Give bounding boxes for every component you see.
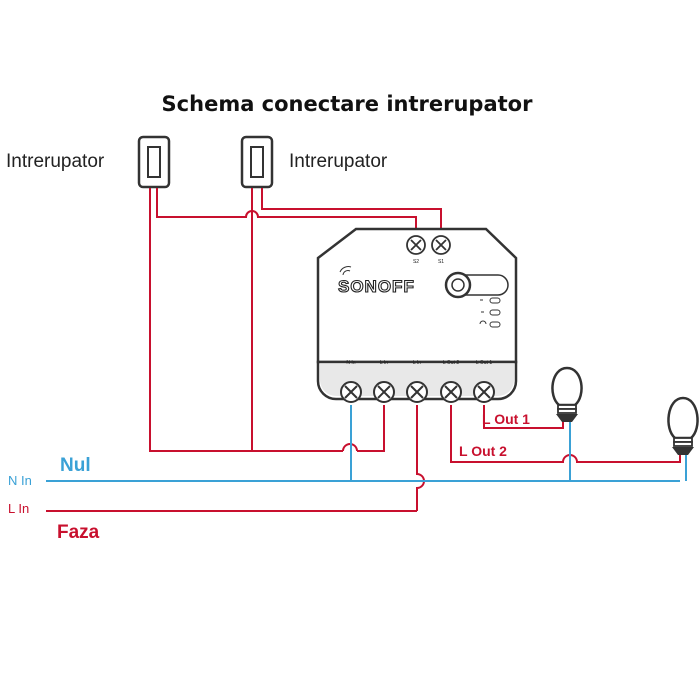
sonoff-device: S2 S1 SONOFF N In L In L In L Out 2 L Ou… <box>316 227 518 403</box>
terminal-l-out-2 <box>440 381 462 403</box>
neutral-name: Nul <box>60 455 91 476</box>
phase-name: Faza <box>57 522 100 543</box>
phase-tag: L In <box>8 501 29 516</box>
switch-1-label: Intrerupator <box>6 151 105 172</box>
terminal-l-in-2-label: L In <box>413 360 421 366</box>
out2-label: L Out 2 <box>459 443 507 459</box>
terminal-n-in <box>340 381 362 403</box>
terminal-l-in-1 <box>373 381 395 403</box>
terminal-s1-label: S1 <box>438 259 444 265</box>
terminal-l-out-1 <box>473 381 495 403</box>
terminal-n-in-label: N In <box>346 360 355 366</box>
terminal-l-out-2-label: L Out 2 <box>443 360 459 366</box>
terminal-l-in-2 <box>406 381 428 403</box>
neutral-tag: N In <box>8 473 32 488</box>
diagram-title: Schema conectare intrerupator <box>162 92 534 116</box>
terminal-s2-label: S2 <box>413 259 419 265</box>
neutral-wires <box>46 405 687 482</box>
switch-2-label: Intrerupator <box>289 151 388 172</box>
terminal-l-in-1-label: L In <box>380 360 388 366</box>
led-indicators <box>479 297 501 328</box>
wifi-icon <box>339 266 352 276</box>
switch-1 <box>137 135 171 189</box>
pairing-button <box>444 271 509 299</box>
terminal-s2 <box>406 235 426 255</box>
out1-label: L Out 1 <box>482 411 530 427</box>
brand-logo: SONOFF <box>338 277 415 296</box>
light-bulb-2-icon <box>667 396 699 455</box>
terminal-l-out-1-label: L Out 1 <box>476 360 492 366</box>
switch-2 <box>240 135 274 189</box>
light-bulb-1-icon <box>551 366 583 422</box>
terminal-s1 <box>431 235 451 255</box>
